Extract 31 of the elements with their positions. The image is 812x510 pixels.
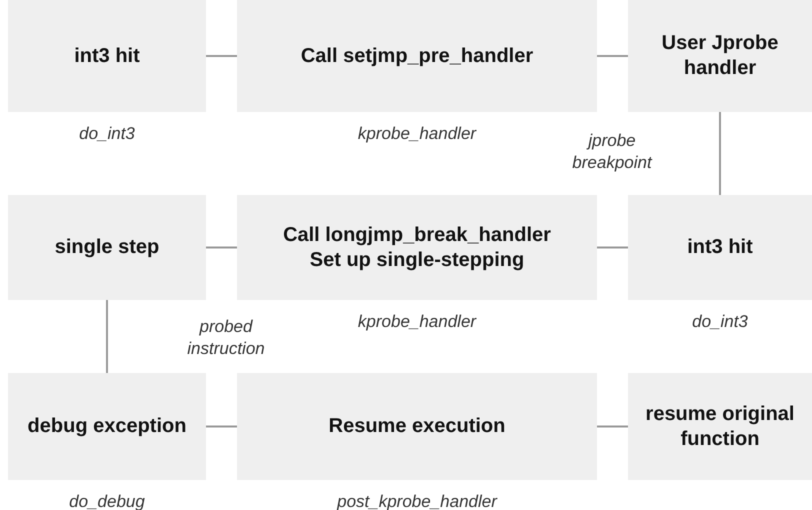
box-title: int3 hit	[74, 44, 140, 68]
process-box	[628, 195, 812, 300]
box-title: Set up single-stepping	[310, 248, 524, 272]
connector-line	[206, 246, 237, 248]
function-name: do_int3	[692, 312, 748, 332]
connector-line	[597, 426, 628, 428]
connector-line	[106, 300, 108, 373]
function-name: do_int3	[79, 124, 135, 144]
box-title: resume original function	[644, 402, 796, 452]
box-title: single step	[54, 235, 160, 260]
process-box	[8, 195, 206, 300]
function-name: kprobe_handler	[358, 124, 476, 144]
process-box	[237, 0, 597, 112]
box-title: int3 hit	[687, 235, 753, 260]
connector-line	[597, 55, 628, 57]
box-title: Call longjmp_break_handler	[283, 222, 551, 248]
box-title: debug exception	[28, 414, 186, 439]
connector-line	[597, 246, 628, 248]
process-box	[628, 373, 812, 480]
process-box	[628, 0, 812, 112]
process-box	[237, 373, 597, 480]
box-title: Call setjmp_pre_handler	[300, 44, 534, 68]
process-box	[237, 195, 597, 300]
box-title: Resume execution	[328, 414, 506, 439]
connector-line	[719, 112, 721, 195]
connector-line	[206, 426, 237, 428]
function-name: kprobe_handler	[358, 312, 476, 332]
process-box	[8, 0, 206, 112]
connector-line	[206, 55, 237, 57]
process-box	[8, 373, 206, 480]
box-title: User Jprobe handler	[660, 31, 780, 81]
